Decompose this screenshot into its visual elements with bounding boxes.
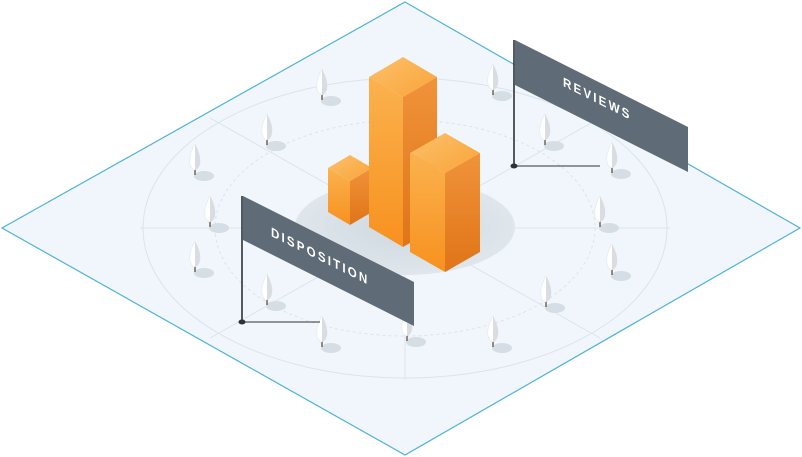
tree-icon <box>261 113 286 151</box>
tree-icon <box>606 141 631 179</box>
tree-icon <box>606 243 631 281</box>
bar-medium <box>410 133 480 272</box>
tree-icon <box>316 315 341 353</box>
flag-banner <box>515 40 688 172</box>
tree-icon <box>261 273 286 311</box>
tree-icon <box>189 240 214 278</box>
tree-icon <box>189 143 214 181</box>
tree-icon <box>316 68 341 106</box>
bar-chart-icon <box>328 57 480 272</box>
tree-icon <box>539 113 564 151</box>
tree-icon <box>487 315 512 353</box>
tree-icon <box>540 275 565 313</box>
tree-icon <box>594 195 619 233</box>
tree-icon <box>487 63 512 101</box>
tree-icon <box>204 195 229 233</box>
bar-short <box>328 155 372 225</box>
trees-group <box>189 63 631 353</box>
flag-banner <box>243 196 414 326</box>
